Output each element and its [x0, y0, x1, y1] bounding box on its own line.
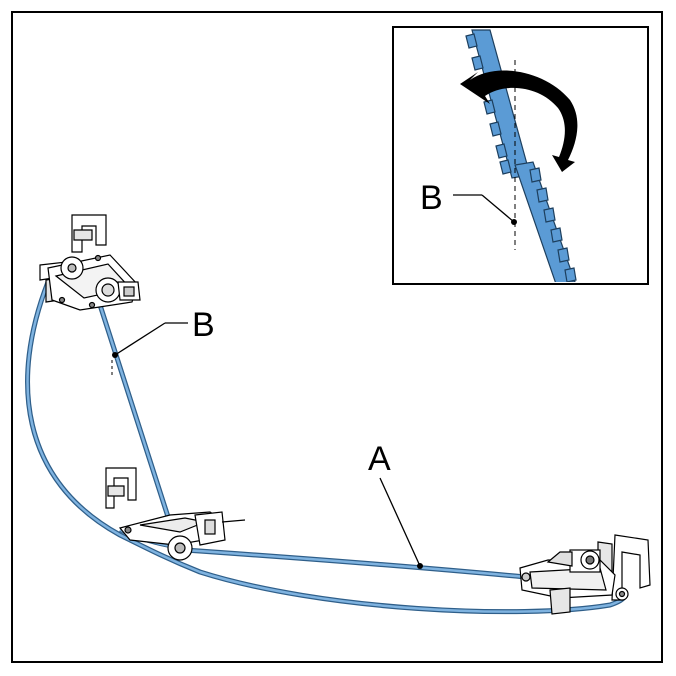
curved-arrow-icon [460, 70, 578, 172]
label-a: A [368, 440, 391, 478]
callout-a: A [368, 440, 423, 569]
callout-b-main: B [111, 306, 215, 378]
label-b-main: B [192, 306, 215, 344]
inset-belt-lower [514, 161, 577, 282]
callout-a-dot [417, 563, 423, 569]
top-pulley-assembly [39, 214, 141, 311]
callout-b-inset: B [420, 179, 517, 225]
belt-span-b [89, 277, 181, 551]
label-b-inset: B [420, 179, 443, 217]
belt-outer-loop [25, 279, 628, 615]
motor-drive-assembly [519, 534, 651, 615]
middle-pulley-assembly [105, 467, 246, 561]
callout-b-dot [112, 352, 118, 358]
belt-span-a [182, 547, 528, 580]
inset-detail: B [392, 26, 649, 285]
